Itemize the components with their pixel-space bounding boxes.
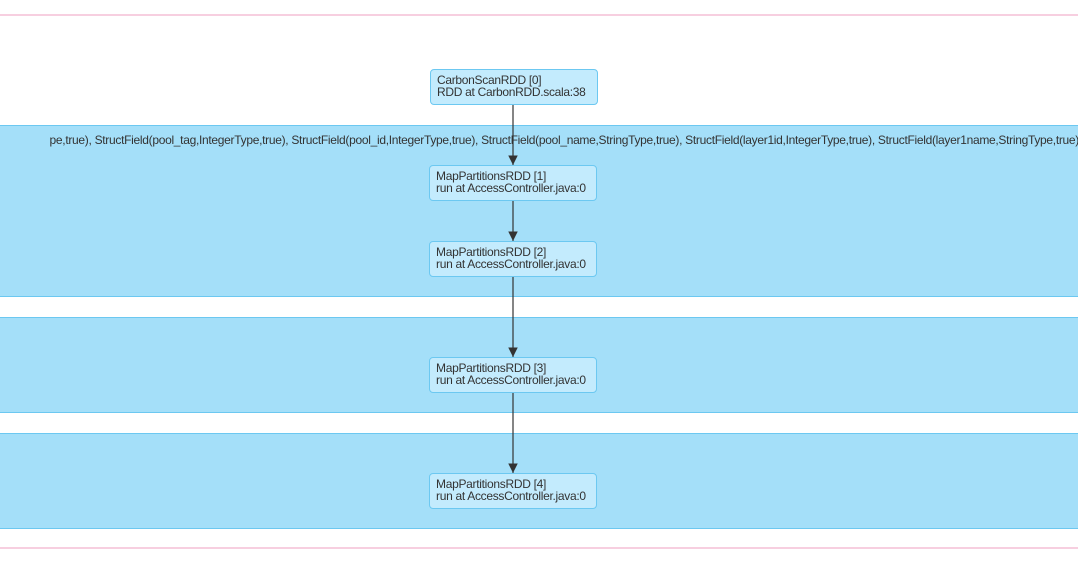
rdd-node-callsite: run at AccessController.java:0 <box>436 489 586 503</box>
rdd-node-callsite: run at AccessController.java:0 <box>436 257 586 271</box>
rdd-node-3[interactable]: MapPartitionsRDD [3] run at AccessContro… <box>429 357 597 393</box>
rdd-node-title: MapPartitionsRDD [3] <box>436 361 547 375</box>
rdd-node-callsite: RDD at CarbonRDD.scala:38 <box>437 85 586 99</box>
rdd-node-callsite: run at AccessController.java:0 <box>436 181 586 195</box>
rdd-node-title: MapPartitionsRDD [4] <box>436 477 547 491</box>
stage-boundary-bottom <box>0 547 1078 549</box>
rdd-node-4[interactable]: MapPartitionsRDD [4] run at AccessContro… <box>429 473 597 509</box>
cluster-label: pe,true), StructField(pool_tag,IntegerTy… <box>49 133 1078 147</box>
rdd-node-1[interactable]: MapPartitionsRDD [1] run at AccessContro… <box>429 165 597 201</box>
rdd-node-title: CarbonScanRDD [0] <box>437 73 542 87</box>
rdd-node-callsite: run at AccessController.java:0 <box>436 373 586 387</box>
rdd-node-2[interactable]: MapPartitionsRDD [2] run at AccessContro… <box>429 241 597 277</box>
rdd-node-title: MapPartitionsRDD [1] <box>436 169 547 183</box>
stage-boundary-top <box>0 14 1078 16</box>
rdd-node-title: MapPartitionsRDD [2] <box>436 245 547 259</box>
rdd-node-0[interactable]: CarbonScanRDD [0] RDD at CarbonRDD.scala… <box>430 69 598 105</box>
